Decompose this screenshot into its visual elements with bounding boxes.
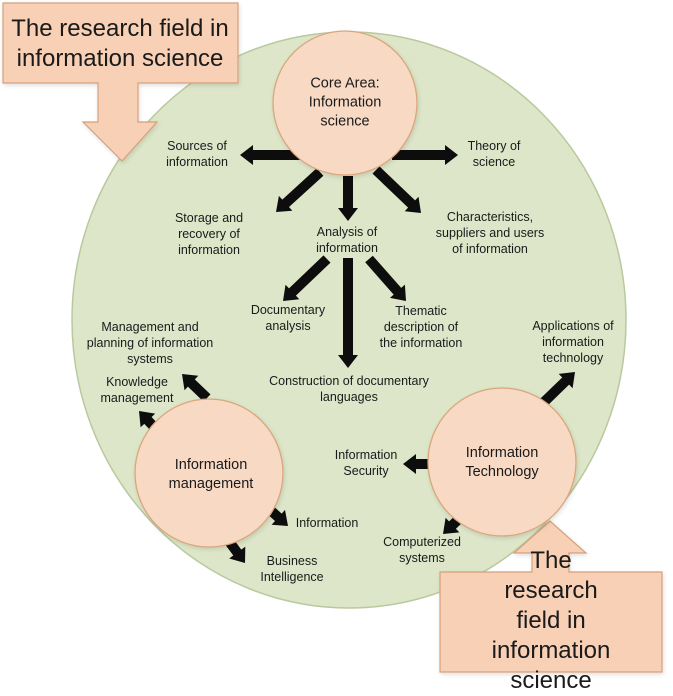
arrow-to-theory [392, 145, 458, 165]
label-thematic-description: Thematic description of the information [379, 304, 463, 350]
arrow-to-security [403, 454, 430, 474]
arrow-to-storage [276, 168, 324, 212]
label-theory-of-science: Theory of science [467, 139, 521, 169]
arrows-group [139, 145, 575, 563]
label-documentary-analysis: Documentary analysis [250, 303, 326, 333]
label-analysis-of-information: Analysis of information [316, 225, 378, 255]
core-area-label: Core Area: Information science [308, 75, 382, 130]
label-storage-and-recovery: Storage and recovery of information [174, 211, 244, 257]
information-technology-node [427, 387, 577, 537]
label-management-and-planning: Management and planning of information s… [86, 320, 214, 366]
arrow-to-sources [240, 145, 300, 165]
arrow-to-thematic [365, 255, 406, 301]
label-applications-of-it: Applications of information technology [532, 319, 614, 365]
arrow-to-applications [539, 372, 575, 407]
core-area-node [272, 30, 418, 176]
label-computerized-systems: Computerized systems [383, 535, 461, 565]
information-management-label: Information management [168, 457, 254, 492]
arrow-to-analysis [338, 176, 358, 221]
label-information: Information [295, 516, 359, 530]
callout-bottom-right-text: The research field in information scienc… [491, 547, 611, 694]
label-characteristics-suppliers-users: Characteristics, suppliers and users of … [435, 210, 545, 256]
information-management-node [134, 398, 284, 548]
arrow-to-mgmt-planning [182, 374, 211, 402]
callout-top-left-text: The research field in information scienc… [11, 15, 229, 72]
label-knowledge-management: Knowledge management [100, 375, 174, 405]
callout-top-left-shape [2, 2, 239, 162]
label-business-intelligence: Business Intelligence [260, 554, 324, 584]
information-technology-label: Information Technology [465, 445, 539, 480]
diagram-canvas [2, 2, 663, 673]
label-sources-of-information: Sources of information [166, 139, 228, 169]
label-construction-of-documentary-languages: Construction of documentary languages [269, 374, 429, 404]
arrow-to-documentary [283, 255, 331, 301]
callout-bottom-right-shape [439, 520, 663, 673]
arrow-to-construction [338, 258, 358, 368]
arrow-to-characteristics [372, 166, 421, 213]
label-information-security: Information Security [334, 448, 398, 478]
